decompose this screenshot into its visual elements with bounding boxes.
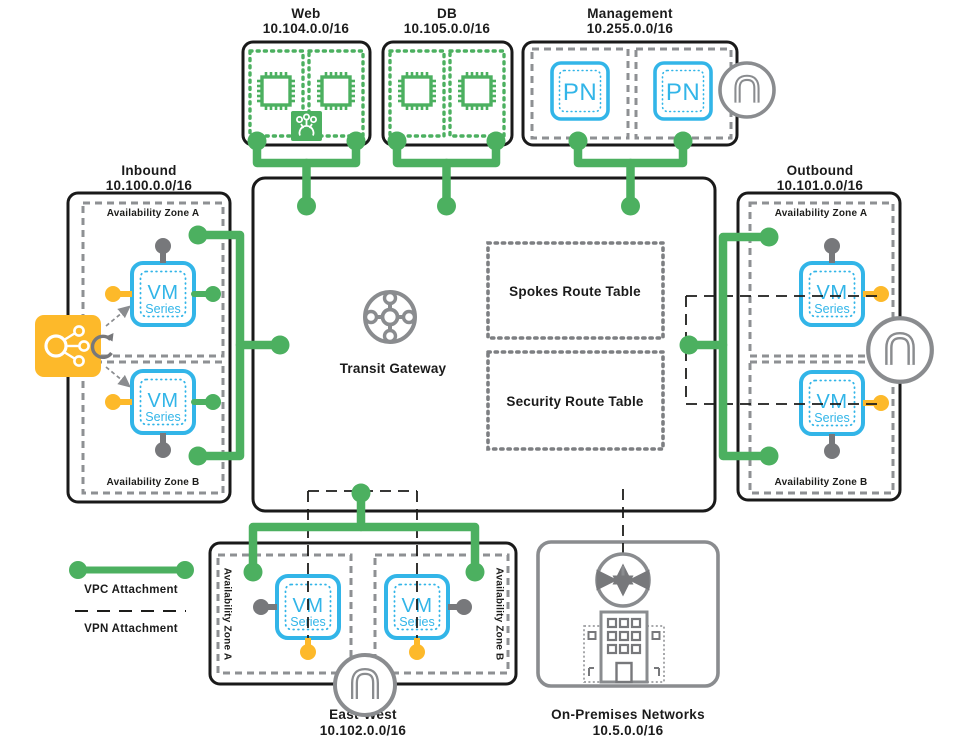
subnet-box	[448, 49, 506, 138]
pn-label: PN	[563, 79, 597, 106]
az-a-label: Availability Zone A	[107, 208, 200, 219]
subnet-box	[388, 49, 446, 138]
vpc-management-title: Management	[587, 6, 673, 21]
vpc-east-west-cidr: 10.102.0.0/16	[320, 723, 407, 738]
pn-label: PN	[666, 79, 700, 106]
instance-chip-icon	[315, 70, 357, 112]
vm-series-outbound-az-b: VM Series	[799, 370, 865, 436]
az-a-label: Availability Zone A	[775, 208, 868, 219]
vpc-db-title: DB	[437, 6, 457, 21]
lb-to-vm-arrows	[105, 305, 131, 388]
dataplane-interface-stubs	[105, 286, 889, 660]
az-b-label-vertical: Availability Zone B	[493, 568, 504, 661]
instance-chip-icon	[396, 70, 438, 112]
legend-vpc-attachment: VPC Attachment	[69, 561, 194, 596]
security-route-table-box	[486, 350, 665, 451]
vm-series-label: Series	[814, 411, 849, 425]
vm-label: VM	[817, 391, 848, 413]
legend: VPC Attachment VPN Attachment	[69, 561, 194, 635]
vpc-attachment-endpoints	[188, 131, 779, 582]
panorama-icon	[868, 318, 932, 382]
panorama-icon	[335, 655, 395, 715]
az-b-label: Availability Zone B	[775, 477, 868, 488]
legend-vpn-attachment: VPN Attachment	[75, 610, 186, 635]
instance-chip-icon	[255, 70, 297, 112]
vpc-inbound-title: Inbound	[121, 163, 176, 178]
subnet-box	[307, 49, 365, 138]
on-premises-cidr: 10.5.0.0/16	[593, 723, 664, 738]
az-b-box	[373, 553, 510, 675]
transit-gateway-box	[251, 176, 717, 513]
router-icon	[595, 552, 651, 608]
vm-label: VM	[148, 390, 179, 412]
vpc-web-cidr: 10.104.0.0/16	[263, 21, 350, 36]
vm-series-inbound-az-a: VM Series	[130, 261, 196, 327]
vpc-outbound-title: Outbound	[787, 163, 854, 178]
panorama-icon	[720, 63, 774, 117]
load-balancer-icon	[35, 315, 101, 377]
vm-label: VM	[148, 282, 179, 304]
security-route-table-label: Security Route Table	[506, 394, 644, 409]
az-a-box	[81, 201, 225, 358]
vpc-web-title: Web	[291, 6, 320, 21]
az-a-box	[216, 553, 353, 675]
az-b-box	[748, 360, 895, 495]
az-a-label-vertical: Availability Zone A	[221, 568, 232, 661]
vpc-inbound-cidr: 10.100.0.0/16	[106, 178, 193, 193]
legend-vpc-attachment-label: VPC Attachment	[84, 584, 178, 596]
vm-series-inbound-az-b: VM Series	[130, 369, 196, 435]
az-b-box	[81, 360, 225, 495]
panorama-node: PN	[653, 61, 713, 121]
transit-gateway-icon	[363, 290, 417, 344]
az-b-label: Availability Zone B	[107, 477, 200, 488]
transit-gateway-label: Transit Gateway	[340, 361, 447, 376]
datacenter-building-icon	[583, 610, 665, 684]
az-a-box	[748, 201, 895, 358]
gwlb-endpoint-icon	[291, 111, 322, 141]
vpc-web-box	[241, 40, 372, 147]
vpc-db-cidr: 10.105.0.0/16	[404, 21, 491, 36]
on-premises-title: On-Premises Networks	[551, 707, 705, 722]
instance-chip-icon	[456, 70, 498, 112]
vm-series-outbound-az-a: VM Series	[799, 261, 865, 327]
management-interface-stubs	[155, 238, 840, 615]
refresh-arrow-icon	[90, 333, 114, 360]
spokes-route-table-box	[486, 241, 665, 340]
legend-vpn-attachment-label: VPN Attachment	[84, 623, 178, 635]
vm-label: VM	[817, 282, 848, 304]
panorama-node: PN	[550, 61, 610, 121]
vpc-management-cidr: 10.255.0.0/16	[587, 21, 674, 36]
vpc-outbound-cidr: 10.101.0.0/16	[777, 178, 864, 193]
spokes-route-table-label: Spokes Route Table	[509, 284, 641, 299]
vm-series-label: Series	[814, 302, 849, 316]
vpc-db-box	[381, 40, 514, 147]
subnet-box	[248, 49, 305, 138]
vm-series-label: Series	[145, 410, 180, 424]
vm-series-label: Series	[145, 302, 180, 316]
